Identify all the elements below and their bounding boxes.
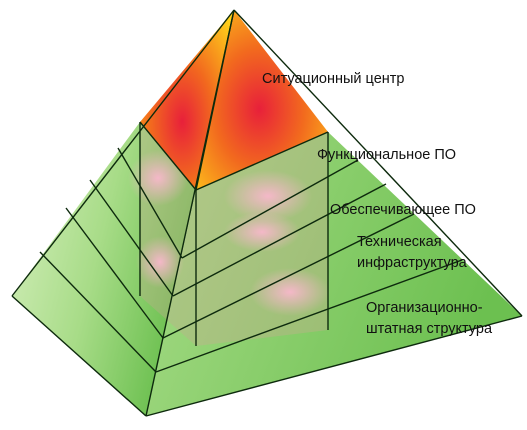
inner-glow-2 [224,170,312,222]
inner-glow-4 [250,268,330,316]
label-technical-infrastructure: Техническая инфраструктура [357,234,468,271]
inner-glow-5 [136,236,184,288]
label-organizational-structure: Организационно- штатная структура [366,300,493,337]
inner-glow-3 [224,212,300,252]
label-supporting-software: Обеспечивающее ПО [330,202,476,218]
label-functional-software: Функциональное ПО [317,147,456,163]
pyramid-apex-left-face [140,10,234,190]
label-situation-center: Ситуационный центр [262,71,404,87]
pyramid-apex-right-face [196,10,328,190]
pyramid-outline [11,9,523,417]
left-layer-lines [39,147,183,373]
